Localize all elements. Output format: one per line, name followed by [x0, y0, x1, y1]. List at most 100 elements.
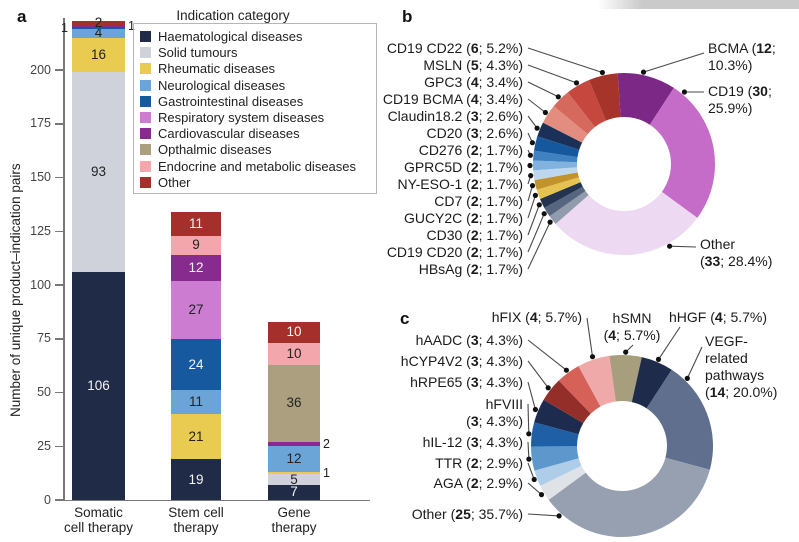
donut-label-haadc: hAADC (3; 4.3%)	[415, 331, 523, 348]
leader-dot	[640, 69, 647, 75]
donut-slice-hrpe65	[534, 399, 584, 435]
leader-dot	[526, 431, 532, 437]
donut-label-hfix: hFIX (4; 5.7%)	[491, 308, 582, 325]
legend-swatch	[140, 79, 151, 91]
bar-segment-rheumatic-diseases	[72, 37, 125, 73]
y-tick-label: 125	[30, 223, 51, 238]
legend-box	[133, 23, 377, 194]
legend-swatch	[140, 160, 151, 172]
bar-segment-gastrointestinal-diseases	[72, 27, 125, 30]
bar-value-label: 106	[87, 378, 110, 394]
leader-dot	[684, 375, 690, 381]
legend-swatch	[140, 128, 151, 140]
category-label: Stem cell	[168, 505, 224, 520]
legend-item-label: Cardiovascular diseases	[158, 126, 300, 142]
legend-item-label: Endocrine and metabolic diseases	[158, 158, 357, 174]
donut-slice-gpc3	[553, 92, 595, 135]
bar-segment-respiratory-system-diseases	[171, 280, 221, 339]
leader-dot	[526, 456, 532, 462]
donut-slice-ny-eso-1	[533, 167, 578, 181]
donut-chart-c	[526, 317, 714, 537]
donut-label-cd19-cd22: CD19 CD22 (6; 5.2%)	[386, 39, 523, 56]
bar-value-label: 19	[188, 471, 204, 487]
donut-label-cd7: CD7 (2; 1.7%)	[434, 192, 523, 209]
legend-item-label: Gastrointestinal diseases	[158, 93, 304, 109]
legend-swatch	[140, 63, 151, 75]
y-axis-tick	[55, 230, 63, 232]
donut-label-bcma: BCMA (12;10.3%)	[708, 39, 776, 73]
donut-label-cd20: CD20 (3; 2.6%)	[426, 124, 523, 141]
bar-value-label: 4	[94, 25, 103, 41]
donut-label-other: Other (25; 35.7%)	[411, 505, 523, 522]
bar-segment-haematological-diseases	[268, 484, 320, 500]
bar-segment-haematological-diseases	[72, 272, 125, 500]
leader-dot	[541, 211, 547, 217]
leader-dot	[529, 183, 536, 189]
donut-slice-cd19-cd20	[544, 186, 586, 217]
donut-label-hhgf: hHGF (4; 5.7%)	[669, 308, 768, 325]
leader-line	[527, 339, 567, 371]
legend-swatch	[140, 144, 151, 156]
leader-line	[527, 213, 545, 253]
panel-letter-a: a	[17, 7, 27, 26]
leader-line	[686, 346, 703, 379]
donut-slice-ttr	[534, 458, 582, 486]
donut-slice-hsmn	[609, 355, 642, 403]
leader-dot	[529, 140, 536, 146]
donut-label-cd30: CD30 (2; 1.7%)	[426, 226, 523, 243]
bar-segment-cardiovascular-diseases	[171, 254, 221, 281]
leader-line	[527, 98, 546, 113]
leader-dot	[667, 243, 673, 249]
leader-dot	[547, 219, 553, 225]
donut-label-hrpe65: hRPE65 (3; 4.3%)	[410, 373, 523, 390]
donut-slice-hcyp4v2	[543, 380, 591, 424]
leader-line	[527, 513, 560, 517]
donut-label-hfviii: hFVIII(3; 4.3%)	[466, 395, 523, 429]
bar-segment-neurological-diseases	[171, 390, 221, 414]
bar-segment-cardiovascular-diseases	[72, 24, 125, 27]
legend-item-label: Other	[158, 174, 191, 190]
donut-label-hsmn: hSMN(4; 5.7%)	[603, 309, 661, 343]
leader-dot	[531, 476, 537, 483]
legend-title: Indication category	[176, 8, 290, 23]
donut-label-cd19-bcma: CD19 BCMA (4; 3.4%)	[382, 90, 523, 107]
bar-segment-solid-tumours	[72, 72, 125, 273]
leader-dot	[534, 125, 540, 131]
leader-dot	[623, 349, 629, 355]
leader-line	[669, 245, 697, 248]
panel-letter-c: c	[400, 309, 410, 328]
donut-slice-claudin18-2	[537, 122, 583, 150]
bar-segment-solid-tumours	[268, 474, 320, 485]
leader-line	[527, 462, 535, 480]
bar-segment-neurological-diseases	[72, 29, 125, 38]
donut-slice-hfix	[578, 355, 616, 407]
donut-chart-b	[527, 47, 716, 270]
bar-value-label: 7	[290, 484, 298, 500]
top-right-grey-strip	[598, 0, 799, 9]
leader-dot	[545, 385, 551, 391]
x-axis-line	[63, 499, 370, 501]
donut-slice-cd19	[649, 87, 716, 218]
bar-value-label: 5	[290, 471, 298, 487]
leader-dot	[599, 69, 606, 76]
bar-segment-haematological-diseases	[171, 459, 221, 500]
donut-label-hil-12: hIL-12 (3; 4.3%)	[422, 433, 523, 450]
donut-label-cd19: CD19 (30;25.9%)	[708, 82, 772, 116]
y-tick-label: 50	[37, 385, 51, 399]
donut-slice-other	[555, 191, 698, 256]
leader-dot	[655, 356, 662, 362]
leader-line	[527, 360, 549, 389]
leader-dot	[556, 513, 562, 519]
leader-line	[527, 195, 536, 219]
legend-item-label: Respiratory system diseases	[158, 110, 325, 125]
donut-label-gucy2c: GUCY2C (2; 1.7%)	[403, 209, 523, 226]
donut-label-msln: MSLN (5; 4.3%)	[423, 56, 523, 73]
bar-segment-opthalmic-diseases	[268, 364, 320, 442]
bar-value-label-outside: 2	[323, 437, 330, 452]
leader-line	[527, 403, 530, 434]
